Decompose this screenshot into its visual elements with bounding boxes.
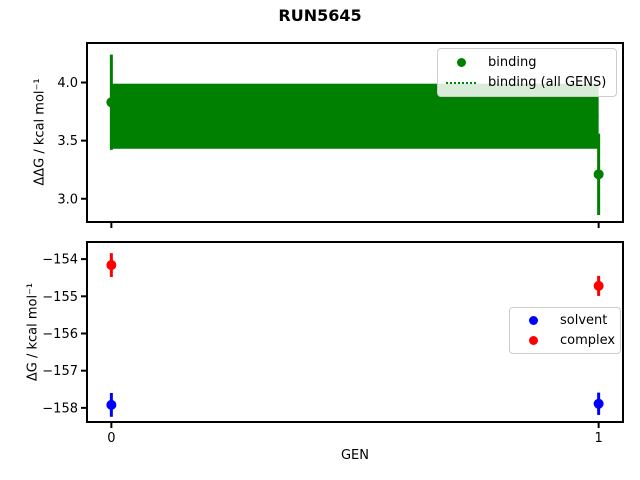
complex-marker-icon — [518, 335, 548, 345]
legend-binding: binding binding (all GENS) — [437, 48, 617, 97]
legend-solvent-complex: solvent complex — [509, 307, 621, 354]
blue-dot-icon — [528, 316, 538, 326]
data-point-binding — [106, 97, 117, 108]
legend-label-binding: binding — [488, 54, 537, 70]
y-tick-label: 3.5 — [57, 134, 78, 149]
y-tick-label: −158 — [42, 401, 78, 416]
binding-marker-icon — [446, 57, 476, 67]
y-tick-label: −157 — [42, 364, 78, 379]
legend-entry-binding: binding — [446, 53, 608, 72]
figure-title: RUN5645 — [278, 6, 362, 25]
data-point-complex — [106, 260, 117, 271]
axes-frame-bottom — [86, 241, 624, 423]
y-tick-label: −154 — [42, 253, 78, 268]
x-tick-label: 0 — [107, 431, 115, 446]
y-tick-label: 3.0 — [57, 192, 78, 207]
binding-all-gens-marker-icon — [446, 81, 476, 84]
legend-label-solvent: solvent — [560, 313, 608, 329]
x-axis-label: GEN — [340, 448, 369, 463]
legend-entry-complex: complex — [518, 332, 616, 350]
red-dot-icon — [528, 335, 538, 345]
solvent-marker-icon — [518, 316, 548, 326]
legend-label-binding-all-gens: binding (all GENS) — [488, 75, 607, 91]
y-tick-label: 4.0 — [57, 76, 78, 91]
data-point-solvent — [593, 398, 604, 409]
top-y-axis-label: ΔΔG / kcal mol⁻¹ — [32, 78, 48, 186]
axes-frame-top — [86, 42, 624, 223]
green-dot-icon — [456, 57, 466, 67]
y-tick-label: −155 — [42, 290, 78, 305]
data-point-solvent — [106, 399, 117, 410]
data-point-complex — [593, 280, 604, 291]
x-tick-label: 1 — [594, 431, 602, 446]
green-dotted-line-icon — [446, 81, 476, 84]
bottom-y-axis-label: ΔG / kcal mol⁻¹ — [25, 282, 41, 382]
y-tick-label: −156 — [42, 327, 78, 342]
legend-label-complex: complex — [560, 332, 616, 348]
data-point-binding — [593, 169, 604, 180]
legend-entry-binding-all-gens: binding (all GENS) — [446, 74, 608, 93]
legend-entry-solvent: solvent — [518, 312, 612, 330]
